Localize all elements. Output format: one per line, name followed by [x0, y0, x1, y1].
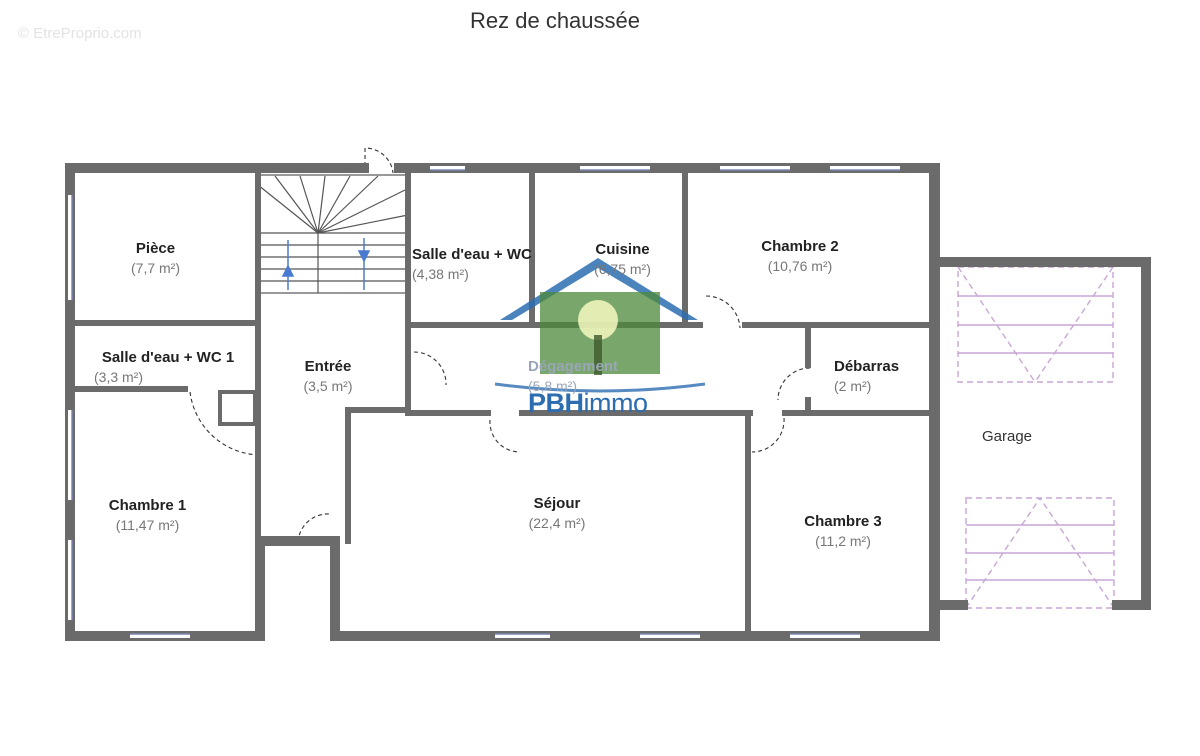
room-area: (11,2 m²) [815, 533, 871, 549]
windows [68, 166, 900, 638]
room-name: Pièce [135, 240, 176, 257]
room-name: Chambre 2 [761, 238, 839, 255]
room-chambre1: Chambre 1 (11,47 m²) [95, 497, 200, 533]
room-area: (5,8 m²) [528, 378, 577, 394]
room-cuisine: Cuisine (6,75 m²) [580, 241, 665, 277]
room-area: (11,47 m²) [115, 517, 180, 533]
room-name: Salle d'eau + WC 1 [101, 349, 235, 366]
stair-arrows [281, 238, 371, 290]
staircase [257, 174, 409, 294]
wc-cabinet [218, 390, 257, 426]
room-name: Dégagement [528, 358, 619, 375]
room-chambre2: Chambre 2 (10,76 m²) [745, 238, 855, 274]
room-area: (2 m²) [834, 378, 872, 394]
room-area: (10,76 m²) [767, 258, 833, 274]
plan-title: Rez de chaussée [470, 8, 640, 33]
room-area: (4,38 m²) [412, 266, 469, 282]
walls-interior [67, 165, 938, 639]
room-name: Entrée [304, 358, 352, 375]
room-name: Débarras [834, 358, 900, 375]
room-sejour: Séjour (22,4 m²) [507, 495, 607, 531]
room-entree: Entrée (3,5 m²) [288, 358, 368, 394]
agency-logo-text: PBHimmo [528, 388, 648, 418]
room-area: (3,5 m²) [303, 378, 353, 394]
room-garage: Garage [967, 428, 1047, 446]
room-chambre3: Chambre 3 (11,2 m²) [788, 513, 898, 549]
room-salle-eau-wc: Salle d'eau + WC (4,38 m²) [412, 246, 552, 282]
room-name: Salle d'eau + WC [412, 246, 532, 263]
room-area: (22,4 m²) [528, 515, 586, 531]
watermark-text: © EtreProprio.com [18, 25, 142, 42]
room-degagement: Dégagement (5,8 m²) [528, 358, 648, 394]
garage-ramp-lines [958, 295, 1114, 581]
room-name: Séjour [533, 495, 581, 512]
room-name: Cuisine [595, 241, 650, 258]
room-name: Garage [981, 428, 1033, 445]
room-name: Chambre 1 [108, 497, 187, 514]
room-debarras: Débarras (2 m²) [834, 358, 924, 394]
agency-logo [494, 258, 706, 393]
room-name: Chambre 3 [804, 513, 882, 530]
room-salle-eau-wc1: Salle d'eau + WC 1 (3,3 m²) [80, 349, 256, 385]
door-swings [189, 147, 811, 543]
room-piece: Pièce (7,7 m²) [108, 240, 203, 276]
window-glass [71, 169, 900, 635]
room-area: (3,3 m²) [94, 369, 143, 385]
room-area: (6,75 m²) [594, 261, 651, 277]
room-area: (7,7 m²) [131, 260, 180, 276]
